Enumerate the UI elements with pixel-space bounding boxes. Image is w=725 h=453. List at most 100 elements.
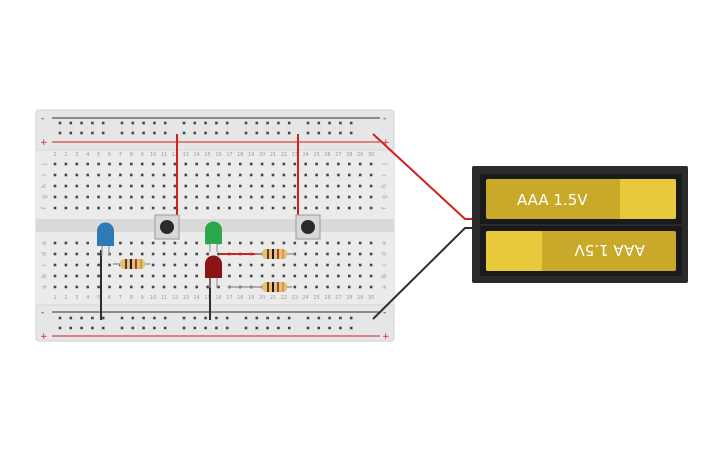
breadboard-hole[interactable]	[348, 252, 351, 256]
breadboard-hole[interactable]	[162, 162, 166, 166]
breadboard-hole[interactable]	[151, 263, 155, 267]
breadboard-hole[interactable]	[337, 173, 340, 177]
breadboard-hole[interactable]	[282, 206, 286, 210]
breadboard-hole[interactable]	[195, 285, 198, 289]
breadboard-hole[interactable]	[97, 206, 100, 210]
breadboard-hole[interactable]	[337, 184, 340, 188]
breadboard-hole[interactable]	[326, 206, 329, 210]
breadboard-hole[interactable]	[108, 274, 111, 278]
breadboard-hole[interactable]	[53, 184, 57, 188]
breadboard-hole[interactable]	[228, 263, 231, 267]
breadboard-hole[interactable]	[215, 121, 218, 125]
breadboard-hole[interactable]	[162, 173, 166, 177]
breadboard-hole[interactable]	[328, 131, 331, 135]
breadboard-hole[interactable]	[151, 274, 155, 278]
breadboard-hole[interactable]	[358, 206, 362, 210]
breadboard-hole[interactable]	[326, 195, 329, 199]
breadboard-hole[interactable]	[130, 184, 133, 188]
breadboard-hole[interactable]	[206, 252, 209, 256]
breadboard-hole[interactable]	[260, 162, 264, 166]
breadboard-hole[interactable]	[358, 195, 362, 199]
breadboard-hole[interactable]	[239, 184, 242, 188]
breadboard-hole[interactable]	[315, 173, 318, 177]
breadboard-hole[interactable]	[348, 285, 351, 289]
breadboard-hole[interactable]	[255, 121, 259, 125]
breadboard-hole[interactable]	[162, 252, 166, 256]
resistor-3[interactable]	[228, 282, 292, 292]
breadboard-hole[interactable]	[97, 252, 100, 256]
breadboard-hole[interactable]	[239, 162, 242, 166]
breadboard-hole[interactable]	[337, 263, 340, 267]
breadboard-hole[interactable]	[215, 326, 218, 330]
breadboard-hole[interactable]	[228, 184, 231, 188]
breadboard-hole[interactable]	[306, 131, 310, 135]
breadboard-hole[interactable]	[119, 195, 122, 199]
breadboard-hole[interactable]	[293, 173, 297, 177]
breadboard-hole[interactable]	[142, 326, 145, 330]
breadboard-hole[interactable]	[173, 173, 177, 177]
breadboard-hole[interactable]	[58, 326, 62, 330]
breadboard-hole[interactable]	[304, 263, 307, 267]
breadboard-hole[interactable]	[249, 274, 253, 278]
breadboard-hole[interactable]	[91, 326, 94, 330]
breadboard-hole[interactable]	[119, 184, 122, 188]
breadboard-hole[interactable]	[287, 131, 291, 135]
breadboard-hole[interactable]	[326, 184, 329, 188]
breadboard-hole[interactable]	[64, 173, 68, 177]
breadboard-hole[interactable]	[153, 121, 156, 125]
breadboard-hole[interactable]	[140, 173, 144, 177]
breadboard-hole[interactable]	[184, 274, 188, 278]
breadboard-hole[interactable]	[260, 206, 264, 210]
breadboard-hole[interactable]	[244, 131, 248, 135]
breadboard-hole[interactable]	[282, 173, 286, 177]
breadboard-hole[interactable]	[204, 131, 207, 135]
breadboard-hole[interactable]	[304, 173, 307, 177]
breadboard-hole[interactable]	[173, 184, 177, 188]
breadboard-hole[interactable]	[244, 326, 248, 330]
breadboard-hole[interactable]	[182, 316, 186, 320]
breadboard-hole[interactable]	[217, 195, 220, 199]
breadboard-hole[interactable]	[101, 316, 105, 320]
breadboard-hole[interactable]	[348, 173, 351, 177]
breadboard-hole[interactable]	[195, 162, 198, 166]
breadboard-hole[interactable]	[130, 274, 133, 278]
breadboard-hole[interactable]	[91, 121, 94, 125]
breadboard-hole[interactable]	[282, 195, 286, 199]
breadboard-hole[interactable]	[315, 241, 318, 245]
breadboard-hole[interactable]	[260, 263, 264, 267]
breadboard-hole[interactable]	[162, 274, 166, 278]
pushbutton-right[interactable]	[295, 214, 321, 240]
breadboard-hole[interactable]	[193, 121, 197, 125]
breadboard-hole[interactable]	[151, 184, 155, 188]
breadboard-hole[interactable]	[184, 252, 188, 256]
breadboard-hole[interactable]	[119, 274, 122, 278]
breadboard-hole[interactable]	[225, 131, 229, 135]
breadboard-hole[interactable]	[206, 173, 209, 177]
breadboard-hole[interactable]	[130, 162, 133, 166]
breadboard-hole[interactable]	[260, 184, 264, 188]
breadboard-hole[interactable]	[153, 326, 156, 330]
breadboard-hole[interactable]	[282, 274, 286, 278]
breadboard-hole[interactable]	[58, 131, 62, 135]
pushbutton-left[interactable]	[154, 214, 180, 240]
breadboard-hole[interactable]	[271, 184, 275, 188]
breadboard-hole[interactable]	[163, 316, 167, 320]
breadboard-hole[interactable]	[151, 173, 155, 177]
breadboard-hole[interactable]	[162, 195, 166, 199]
breadboard-hole[interactable]	[64, 195, 68, 199]
breadboard-hole[interactable]	[53, 263, 57, 267]
breadboard-hole[interactable]	[130, 173, 133, 177]
breadboard-hole[interactable]	[184, 206, 188, 210]
breadboard-hole[interactable]	[228, 162, 231, 166]
breadboard-hole[interactable]	[151, 206, 155, 210]
breadboard-hole[interactable]	[64, 206, 68, 210]
breadboard-hole[interactable]	[304, 274, 307, 278]
breadboard-hole[interactable]	[101, 131, 105, 135]
breadboard-hole[interactable]	[317, 316, 321, 320]
breadboard-hole[interactable]	[315, 184, 318, 188]
breadboard-hole[interactable]	[239, 241, 242, 245]
breadboard-hole[interactable]	[131, 131, 135, 135]
breadboard-hole[interactable]	[239, 195, 242, 199]
breadboard-hole[interactable]	[75, 274, 79, 278]
breadboard-hole[interactable]	[249, 206, 253, 210]
